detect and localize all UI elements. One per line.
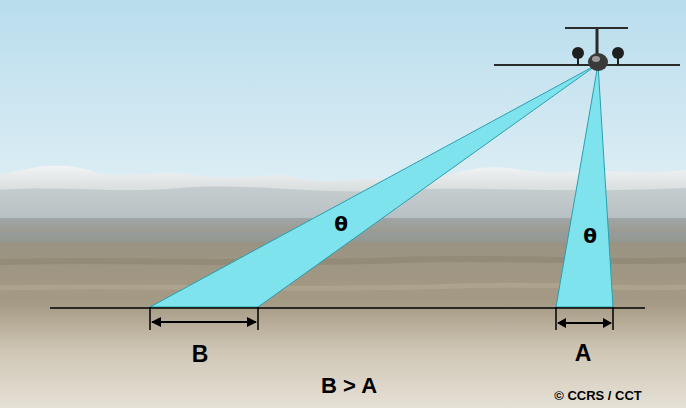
dimension-tick	[149, 307, 151, 330]
cockpit	[592, 56, 600, 62]
nadir-beam	[556, 64, 613, 307]
tail-fin	[596, 28, 599, 54]
footprint-label: A	[575, 342, 592, 365]
wing	[494, 64, 680, 66]
dimension-tick	[257, 307, 259, 330]
arrowhead	[557, 318, 566, 328]
angle-label: θ	[583, 226, 597, 246]
engine	[572, 47, 584, 59]
dimension-tick	[555, 307, 557, 330]
fuselage	[588, 53, 608, 71]
engine-mount	[577, 58, 579, 65]
arrowhead	[151, 317, 161, 327]
angle-label: θ	[334, 214, 348, 234]
engine-mount	[617, 58, 619, 65]
oblique-beam	[150, 64, 598, 307]
aircraft	[494, 28, 680, 71]
engine	[612, 47, 624, 59]
dimension-line	[152, 321, 256, 323]
arrowhead	[603, 318, 612, 328]
copyright-watermark: © CCRS / CCT	[554, 389, 642, 402]
arrowhead	[247, 317, 257, 327]
dimension-tick	[612, 307, 614, 330]
comparison-label: B > A	[321, 375, 377, 397]
footprint-label: B	[192, 343, 209, 366]
